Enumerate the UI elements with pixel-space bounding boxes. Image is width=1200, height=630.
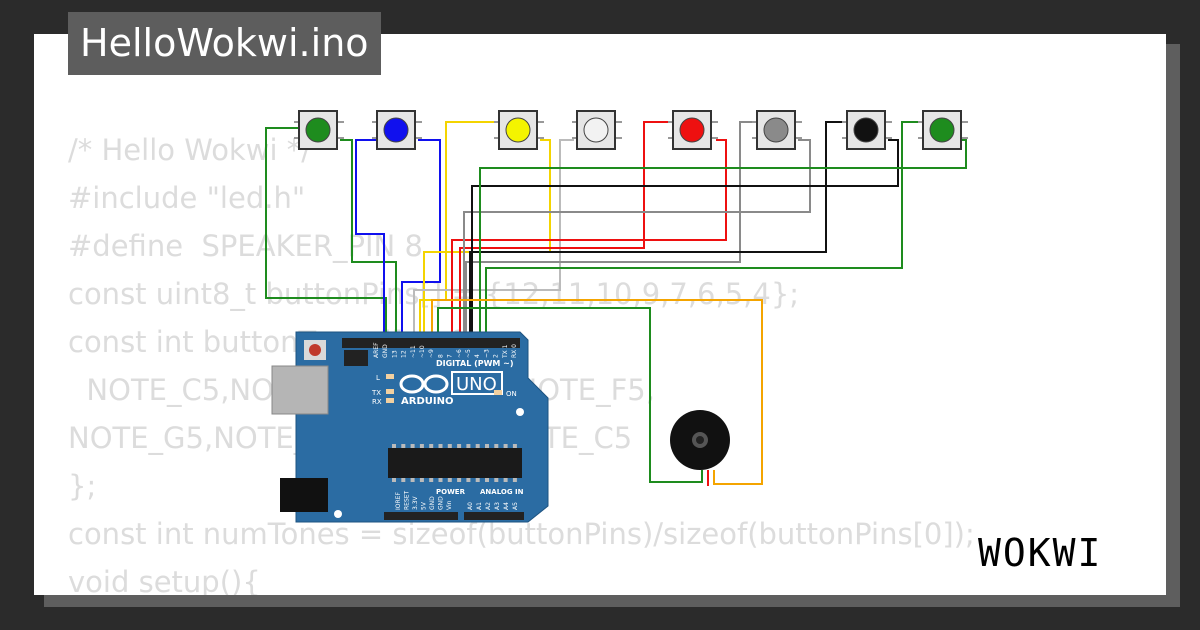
code-line: #include "led.h" (68, 181, 306, 215)
wire-green-1-b[interactable] (340, 139, 397, 338)
wire-speaker-orange[interactable] (431, 299, 763, 485)
analog-pin-label: A0 (467, 502, 474, 510)
digital-label: DIGITAL (PWM ~) (436, 359, 514, 368)
uno-badge (451, 371, 503, 395)
analog-header (464, 512, 524, 520)
pushbutton-black[interactable] (842, 110, 892, 150)
wire-green-2[interactable] (485, 121, 922, 338)
wire-white[interactable] (413, 139, 574, 338)
wokwi-logo[interactable]: WOKWI (972, 526, 1148, 578)
usb-port (271, 365, 329, 415)
analog-pin-label: A1 (476, 502, 483, 510)
analog-pin-label: A2 (485, 502, 492, 510)
mount-hole (516, 408, 524, 416)
digital-pin-label: 2 (493, 354, 500, 358)
digital-pin-label: ~11 (410, 345, 417, 358)
wire-gray-b[interactable] (463, 139, 811, 338)
reset-button[interactable] (309, 344, 321, 356)
code-line: void setup(){ (68, 565, 261, 595)
wire-black[interactable] (469, 121, 846, 338)
pushbutton-gray[interactable] (752, 110, 802, 150)
wire-speaker-green[interactable] (437, 307, 703, 483)
power-jack (280, 478, 328, 512)
code-line: const int numTones = sizeof(buttonPins)/… (68, 517, 975, 551)
chip-pins (392, 444, 517, 482)
on-label: ON (506, 390, 517, 398)
on-led (494, 390, 502, 395)
analog-pin-label: A3 (494, 502, 501, 510)
pushbutton-green[interactable] (918, 110, 968, 150)
code-line: #define SPEAKER_PIN 8 (68, 229, 423, 263)
tx-led (386, 389, 394, 394)
code-line: const uint8_t buttonPins[] = {12,11,10,9… (68, 277, 800, 311)
pushbutton-red[interactable] (668, 110, 718, 150)
microcontroller-chip (388, 448, 522, 478)
digital-pin-label: 8 (437, 354, 444, 358)
arduino-logo-icon (399, 374, 449, 394)
power-pin-label: 5V (421, 501, 428, 510)
power-pin-label: RESET (404, 490, 411, 510)
digital-pin-label: ~5 (465, 349, 472, 358)
power-pin-label: GND (438, 496, 445, 510)
wire-blue[interactable] (401, 139, 441, 338)
digital-header (342, 338, 520, 348)
wire-gray[interactable] (465, 121, 754, 338)
pushbutton-blue[interactable] (372, 110, 422, 150)
pushbutton-yellow[interactable] (494, 110, 544, 150)
wire-red-b[interactable] (451, 139, 727, 338)
power-pin-label: Vin (446, 500, 453, 510)
power-pin-label: IOREF (395, 492, 402, 510)
power-label: POWER (436, 488, 466, 496)
analog-pin-label: A4 (503, 502, 510, 510)
digital-pin-label: GND (382, 344, 389, 358)
digital-pin-label: ~3 (483, 349, 490, 358)
mount-hole (334, 510, 342, 518)
wire-blue-b[interactable] (355, 139, 385, 338)
power-header (384, 512, 458, 520)
power-pin-label: 3.3V (412, 495, 419, 510)
icsp-header (344, 350, 368, 366)
wires (265, 121, 967, 486)
buzzer-speaker[interactable] (670, 410, 730, 470)
wokwi-logo-text: WOKWI (978, 531, 1102, 575)
digital-pin-label: ~6 (456, 349, 463, 358)
digital-pin-label: RX 0 (511, 344, 518, 358)
pushbutton-green[interactable] (294, 110, 344, 150)
analog-label: ANALOG IN (480, 488, 524, 496)
digital-pin-label: AREF (373, 342, 380, 358)
digital-pin-label: 4 (474, 354, 481, 358)
rx-label: RX (372, 398, 382, 406)
wire-green-2-b[interactable] (479, 139, 967, 338)
wire-red[interactable] (459, 121, 670, 338)
l-led (386, 374, 394, 379)
button-row (294, 110, 968, 150)
digital-pin-label: 13 (391, 350, 398, 358)
analog-pin-label: A5 (512, 502, 519, 510)
wire-green-1[interactable] (265, 127, 387, 338)
digital-pin-label: 12 (401, 350, 408, 358)
project-title[interactable]: HelloWokwi.ino (68, 12, 381, 75)
digital-pin-label: TX 1 (502, 344, 509, 359)
code-background: /* Hello Wokwi */#include "led.h"#define… (68, 126, 975, 595)
digital-pin-label: 7 (447, 354, 454, 358)
pushbutton-white[interactable] (572, 110, 622, 150)
tx-label: TX (371, 389, 381, 397)
board-model: UNO (456, 374, 497, 395)
rx-led (386, 398, 394, 403)
digital-pin-label: ~9 (428, 349, 435, 358)
power-pin-label: GND (429, 496, 436, 510)
board-brand: ARDUINO (401, 396, 453, 407)
wire-black-b[interactable] (471, 139, 899, 338)
code-line: }; (68, 469, 97, 503)
digital-pin-label: ~10 (419, 345, 426, 358)
l-led-label: L (376, 374, 380, 382)
